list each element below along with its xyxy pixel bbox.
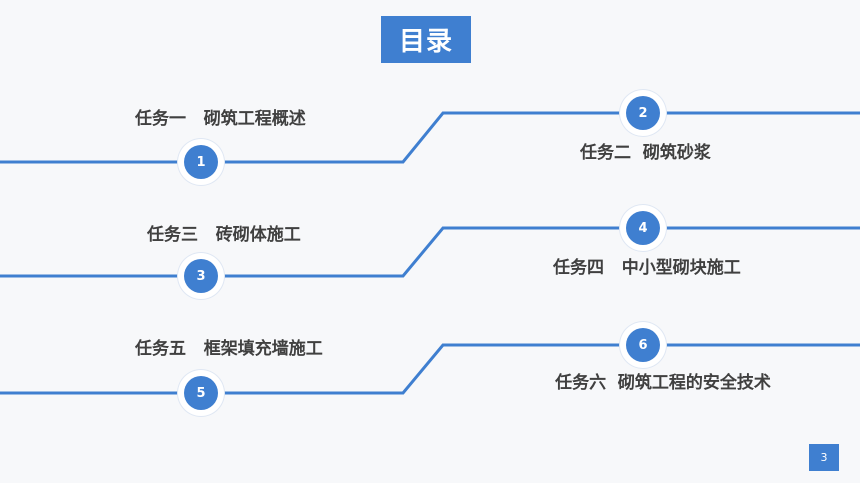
step-number-1: 1 bbox=[184, 145, 218, 179]
step-circle-5: 5 bbox=[178, 370, 224, 416]
step-label-5[interactable]: 任务五 框架填充墙施工 bbox=[135, 339, 323, 359]
step-number-2: 2 bbox=[626, 96, 660, 130]
step-label-1[interactable]: 任务一 砌筑工程概述 bbox=[135, 109, 306, 129]
step-circle-6: 6 bbox=[620, 322, 666, 368]
step-label-4[interactable]: 任务四 中小型砌块施工 bbox=[553, 258, 741, 278]
page-title: 目录 bbox=[381, 16, 471, 63]
step-number-3: 3 bbox=[184, 259, 218, 293]
step-circle-1: 1 bbox=[178, 139, 224, 185]
step-circle-3: 3 bbox=[178, 253, 224, 299]
step-circle-4: 4 bbox=[620, 205, 666, 251]
connector-line-1 bbox=[0, 111, 860, 164]
step-label-6[interactable]: 任务六 砌筑工程的安全技术 bbox=[555, 373, 771, 393]
step-label-2[interactable]: 任务二 砌筑砂浆 bbox=[580, 143, 711, 163]
step-number-4: 4 bbox=[626, 211, 660, 245]
step-label-3[interactable]: 任务三 砖砌体施工 bbox=[147, 225, 301, 245]
page-number: 3 bbox=[809, 444, 839, 471]
step-circle-2: 2 bbox=[620, 90, 666, 136]
step-number-5: 5 bbox=[184, 376, 218, 410]
step-number-6: 6 bbox=[626, 328, 660, 362]
